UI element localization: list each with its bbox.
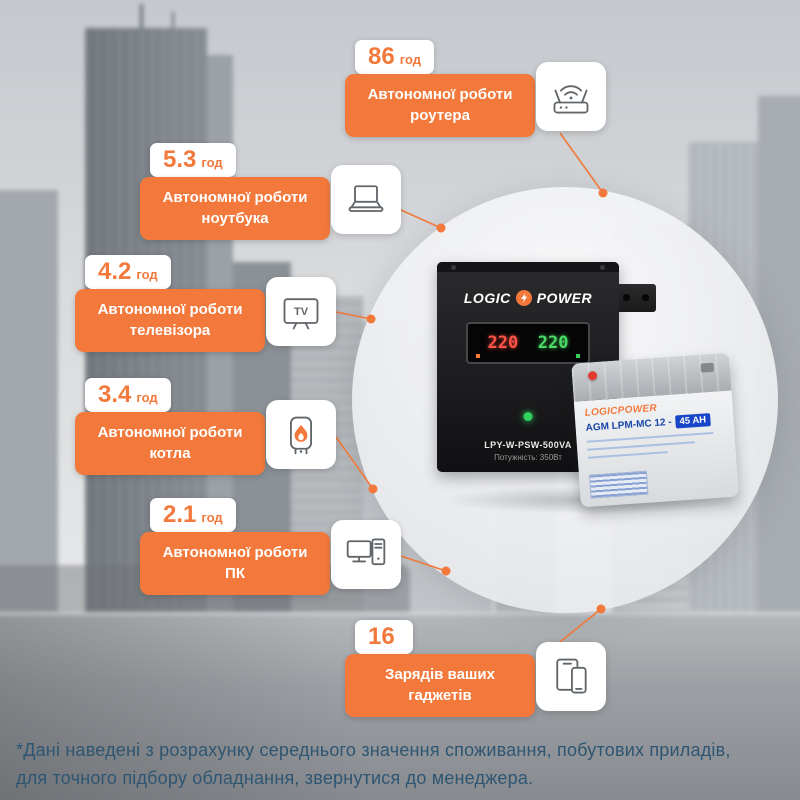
indicator-icon — [576, 354, 580, 358]
ups-led-display: 220 220 — [466, 322, 590, 364]
callout-boiler: 3.4 год Автономної роботи котла — [75, 378, 337, 480]
footnote-line-1: *Дані наведені з розрахунку середнього з… — [16, 740, 731, 760]
indicator-icon — [476, 354, 480, 358]
value-unit: год — [136, 267, 158, 282]
value-number: 2.1 — [163, 501, 197, 528]
callout-pc: 2.1 год Автономної роботи ПК — [140, 498, 402, 600]
callout-tv: 4.2 год Автономної роботи телевізора TV — [75, 255, 337, 357]
callout-label: Автономної роботи роутера — [345, 74, 535, 137]
value-unit: год — [399, 52, 421, 67]
value-number: 3.4 — [98, 381, 132, 408]
callout-label: Автономної роботи котла — [75, 412, 265, 475]
label-line — [587, 451, 668, 459]
value-badge: 5.3 год — [150, 143, 236, 177]
display-voltage-out: 220 — [537, 333, 569, 353]
bolt-icon — [515, 290, 532, 306]
callout-label: Зарядів ваших гаджетів — [345, 654, 535, 717]
value-badge: 16 — [355, 620, 413, 654]
callout-laptop: 5.3 год Автономної роботи ноутбука — [140, 143, 402, 245]
boiler-icon — [266, 400, 336, 469]
building — [0, 190, 58, 620]
battery-series: AGM LPM-MC 12 - — [585, 416, 672, 434]
callout-router: 86 год Автономної роботи роутера — [345, 40, 607, 142]
screw-icon — [451, 265, 456, 270]
callout-label: Автономної роботи телевізора — [75, 289, 265, 352]
callout-label: Автономної роботи ноутбука — [140, 177, 330, 240]
value-badge: 2.1 год — [150, 498, 236, 532]
battery-terminal-icon — [700, 362, 715, 373]
value-badge: 4.2 год — [85, 255, 171, 289]
value-number: 16 — [368, 623, 395, 650]
pc-icon — [331, 520, 401, 589]
laptop-icon — [331, 165, 401, 234]
ups-brand-logo: LOGIC POWER — [437, 290, 619, 306]
value-unit: год — [136, 390, 158, 405]
battery-spec-table — [588, 470, 649, 499]
ups-power-label: Потужність: 350Вт — [494, 453, 562, 462]
router-icon — [536, 62, 606, 131]
battery-label: LOGICPOWER AGM LPM-MC 12 - 45 AH — [573, 390, 739, 508]
screw-icon — [600, 265, 605, 270]
power-led-icon — [523, 412, 533, 421]
value-badge: 3.4 год — [85, 378, 171, 412]
svg-text:TV: TV — [294, 306, 309, 318]
brand-right: POWER — [536, 290, 593, 306]
footnote: *Дані наведені з розрахунку середнього з… — [16, 736, 788, 792]
battery: LOGICPOWER AGM LPM-MC 12 - 45 AH — [571, 352, 739, 508]
callout-gadgets: 16 Зарядів ваших гаджетів — [345, 620, 607, 722]
brand-left: LOGIC — [463, 290, 511, 306]
display-voltage-in: 220 — [487, 333, 519, 353]
battery-terminal-red-icon — [587, 370, 598, 381]
battery-capacity-badge: 45 AH — [675, 413, 711, 429]
value-number: 4.2 — [98, 258, 132, 285]
tv-icon: TV — [266, 277, 336, 346]
value-number: 86 — [368, 43, 395, 70]
footnote-line-2: для точного підбору обладнання, звернути… — [16, 768, 534, 788]
value-unit: год — [201, 155, 223, 170]
value-unit: год — [201, 510, 223, 525]
callout-label: Автономної роботи ПК — [140, 532, 330, 595]
value-number: 5.3 — [163, 146, 197, 173]
antenna — [140, 4, 143, 30]
ups-mounting-bracket — [616, 284, 656, 312]
value-badge: 86 год — [355, 40, 434, 74]
label-line — [587, 441, 695, 451]
ups-model-label: LPY-W-PSW-500VA — [484, 440, 572, 450]
antenna — [172, 12, 174, 30]
gadgets-icon — [536, 642, 606, 711]
